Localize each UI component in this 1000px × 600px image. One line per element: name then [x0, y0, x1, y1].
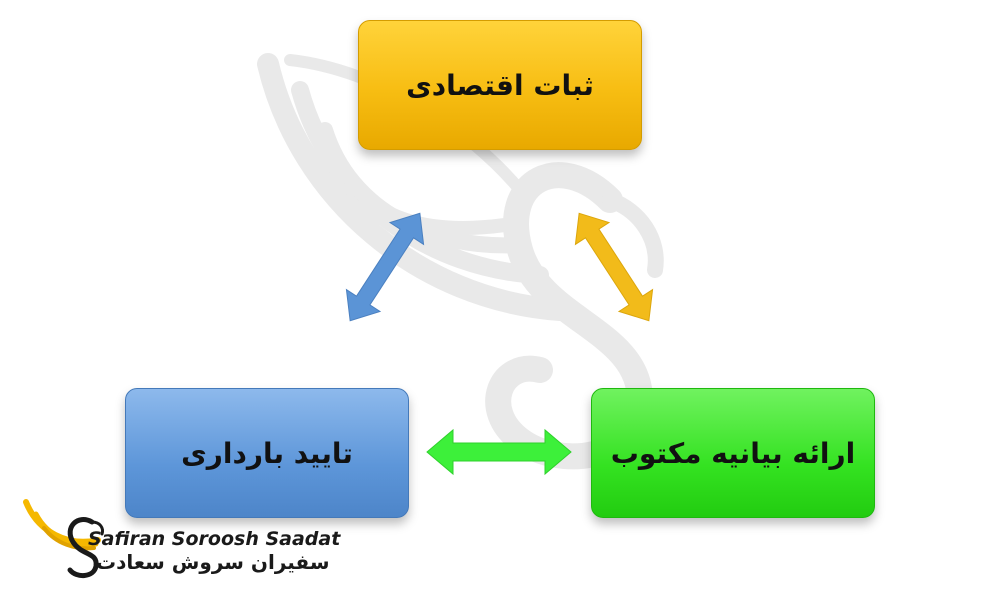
node-label: ارائه بیانیه مکتوب	[610, 436, 856, 470]
logo-name-fa: سفیران سروش سعادت	[96, 550, 330, 574]
wing-swan-logo-icon	[23, 499, 104, 578]
double-arrow-top-right	[574, 212, 654, 322]
double-arrow-left-right	[426, 428, 572, 476]
node-pregnancy-confirmation: تایید بارداری	[125, 388, 409, 518]
node-economic-stability: ثبات اقتصادی	[358, 20, 642, 150]
node-label: تایید بارداری	[181, 436, 353, 470]
double-arrow-left-top	[345, 212, 425, 322]
node-label: ثبات اقتصادی	[406, 68, 594, 102]
logo-name-en: Safiran Soroosh Saadat	[88, 528, 341, 550]
node-written-statement: ارائه بیانیه مکتوب	[591, 388, 875, 518]
